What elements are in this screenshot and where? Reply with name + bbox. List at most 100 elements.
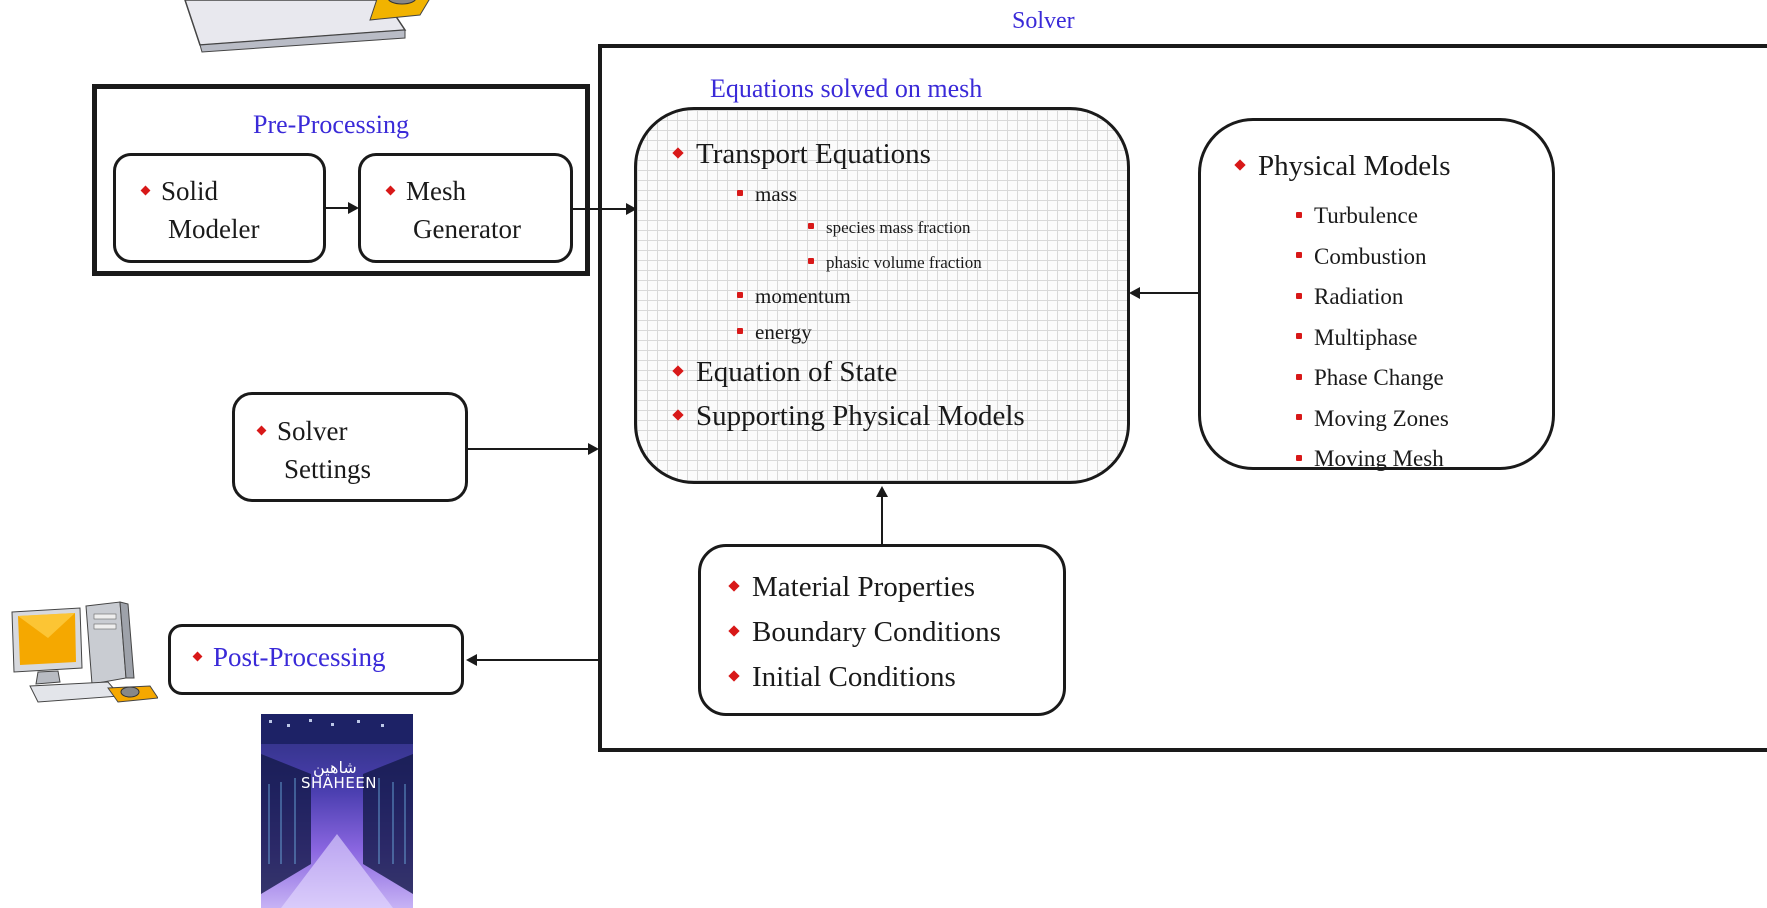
mesh-generator-box — [358, 153, 573, 263]
preprocessing-title: Pre-Processing — [253, 110, 409, 139]
bullet-icon — [192, 651, 203, 662]
solid-modeler-label: Solid Modeler — [140, 172, 260, 248]
eq-phasic: phasic volume fraction — [808, 253, 982, 273]
eq-transport: Transport Equations — [672, 138, 931, 171]
physical-models-title-label: Physical Models — [1258, 150, 1451, 182]
bullet-icon — [672, 365, 684, 378]
property-label: Material Properties — [752, 571, 976, 603]
eq-supporting-label: Supporting Physical Models — [696, 400, 1025, 432]
eq-state-label: Equation of State — [696, 356, 898, 388]
solver-settings-box — [232, 392, 468, 502]
arrow-mesh-to-equations — [573, 208, 631, 210]
properties-box — [698, 544, 1066, 716]
shaheen-label: SHAHEEN — [301, 774, 378, 792]
eq-mass: mass — [737, 182, 797, 207]
solver-frame — [598, 44, 1767, 752]
eq-mass-label: mass — [755, 182, 797, 206]
property-label: Boundary Conditions — [752, 616, 1001, 648]
arrowhead-icon — [348, 202, 359, 214]
bullet-icon — [808, 258, 814, 265]
bullet-icon — [256, 425, 267, 436]
list-item: Material Properties — [728, 565, 1001, 610]
eq-species-label: species mass fraction — [826, 218, 971, 237]
properties-list: Material Properties Boundary Conditions … — [728, 565, 1001, 700]
physical-model-label: Phase Change — [1314, 365, 1444, 390]
bullet-icon — [1296, 454, 1302, 461]
solid-modeler-line1: Solid — [161, 176, 219, 206]
solid-modeler-line2: Modeler — [168, 214, 260, 244]
equations-box — [634, 107, 1130, 484]
bullet-icon — [1296, 211, 1302, 218]
postprocessing-box — [168, 624, 464, 695]
eq-energy: energy — [737, 320, 812, 345]
bullet-icon — [737, 292, 743, 299]
arrowhead-icon — [626, 203, 637, 215]
list-item: Moving Mesh — [1296, 439, 1449, 480]
solver-settings-line2: Settings — [284, 454, 372, 484]
eq-species: species mass fraction — [808, 218, 970, 238]
arrow-solid-to-mesh — [326, 207, 352, 209]
eq-state: Equation of State — [672, 356, 898, 389]
list-item: Radiation — [1296, 277, 1449, 318]
physical-model-label: Moving Mesh — [1314, 446, 1444, 471]
physical-model-label: Turbulence — [1314, 203, 1418, 228]
list-item: Boundary Conditions — [728, 610, 1001, 655]
bullet-icon — [385, 185, 396, 196]
arrow-solver-to-postprocessing — [476, 659, 598, 661]
list-item: Moving Zones — [1296, 399, 1449, 440]
solver-settings-line1: Solver — [277, 416, 348, 446]
physical-models-box — [1198, 118, 1555, 470]
list-item: Phase Change — [1296, 358, 1449, 399]
bullet-icon — [737, 328, 743, 335]
property-label: Initial Conditions — [752, 661, 956, 693]
solver-title: Solver — [1012, 8, 1075, 34]
postprocessing-label: Post-Processing — [192, 642, 386, 673]
physical-model-label: Moving Zones — [1314, 405, 1449, 431]
eq-supporting: Supporting Physical Models — [672, 400, 1025, 433]
bullet-icon — [1296, 333, 1302, 340]
physical-model-label: Radiation — [1314, 284, 1404, 309]
bullet-icon — [1296, 373, 1302, 380]
physical-models-list: Turbulence Combustion Radiation Multipha… — [1296, 196, 1449, 480]
shaheen-supercomputer-image: شاهين SHAHEEN — [261, 714, 413, 908]
eq-momentum-label: momentum — [755, 284, 851, 308]
bullet-icon — [1234, 159, 1246, 172]
arrowhead-icon — [466, 654, 477, 666]
computer-icon-top — [170, 0, 440, 60]
bullet-icon — [672, 409, 684, 422]
eq-phasic-label: phasic volume fraction — [826, 253, 982, 272]
arrow-physical-to-equations — [1136, 292, 1198, 294]
list-item: Multiphase — [1296, 318, 1449, 359]
eq-energy-label: energy — [755, 320, 812, 344]
physical-model-label: Multiphase — [1314, 324, 1418, 350]
bullet-icon — [672, 147, 684, 160]
bullet-icon — [140, 185, 151, 196]
bullet-icon — [728, 580, 740, 593]
arrowhead-icon — [588, 443, 599, 455]
shaheen-arabic-label: شاهين — [313, 758, 357, 777]
list-item: Turbulence — [1296, 196, 1449, 237]
bullet-icon — [728, 625, 740, 638]
arrowhead-icon — [876, 486, 888, 497]
solver-settings-label: Solver Settings — [256, 412, 372, 488]
mesh-generator-label: Mesh Generator — [385, 172, 521, 248]
list-item: Combustion — [1296, 237, 1449, 278]
mesh-generator-line1: Mesh — [406, 176, 466, 206]
physical-models-title: Physical Models — [1234, 150, 1451, 183]
arrow-settings-to-solver — [468, 448, 592, 450]
solid-modeler-box — [113, 153, 326, 263]
preprocessing-frame — [92, 84, 590, 276]
bullet-icon — [808, 223, 814, 230]
bullet-icon — [1296, 252, 1302, 259]
arrowhead-icon — [1129, 287, 1140, 299]
list-item: Initial Conditions — [728, 655, 1001, 700]
bullet-icon — [728, 670, 740, 683]
desktop-computer-icon — [8, 598, 159, 718]
bullet-icon — [737, 190, 743, 197]
postprocessing-text: Post-Processing — [213, 642, 386, 672]
physical-model-label: Combustion — [1314, 243, 1427, 269]
equations-title: Equations solved on mesh — [710, 74, 983, 103]
eq-momentum: momentum — [737, 284, 851, 309]
mesh-generator-line2: Generator — [413, 214, 521, 244]
arrow-properties-to-equations — [881, 496, 883, 544]
